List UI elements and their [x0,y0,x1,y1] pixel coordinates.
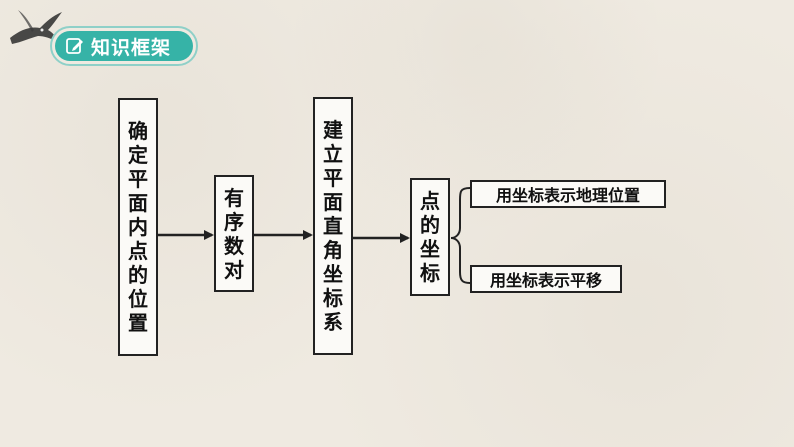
edit-icon [66,38,83,54]
step3-char: 平 [323,166,343,190]
step3-char: 建 [323,118,343,142]
step1-char: 内 [128,215,148,239]
step3-char: 角 [323,238,343,262]
step4-char: 点 [420,189,440,213]
step4-char: 坐 [420,237,440,261]
step1-char: 位 [128,287,148,311]
step1-char: 确 [128,119,148,143]
step1-char: 定 [128,143,148,167]
step3-char: 立 [323,142,343,166]
step3-char: 面 [323,190,343,214]
step-point-coordinates: 点 的 坐 标 [410,178,450,296]
step2-char: 数 [224,233,244,258]
step-coordinate-system: 建 立 平 面 直 角 坐 标 系 [313,97,353,355]
step1-char: 面 [128,191,148,215]
section-title: 知识框架 [91,36,172,59]
step3-char: 系 [323,310,343,334]
branch-geographic-location: 用坐标表示地理位置 [470,180,666,208]
step1-char: 平 [128,167,148,191]
step3-char: 坐 [323,262,343,286]
section-badge-fill: 知识框架 [55,31,193,61]
branch-translation: 用坐标表示平移 [470,265,622,293]
step2-char: 对 [224,257,244,282]
step1-char: 点 [128,239,148,263]
ink-bird-icon [10,10,62,44]
step1-char: 的 [128,263,148,287]
section-badge: 知识框架 [50,26,198,66]
step2-char: 有 [224,185,244,210]
step-determine-point-position: 确 定 平 面 内 点 的 位 置 [118,98,158,356]
step3-char: 直 [323,214,343,238]
step2-char: 序 [224,209,244,234]
step-ordered-pair: 有 序 数 对 [214,175,254,292]
step3-char: 标 [323,286,343,310]
step4-char: 标 [420,261,440,285]
brace [450,187,471,284]
step1-char: 置 [128,311,148,335]
step4-char: 的 [420,213,440,237]
